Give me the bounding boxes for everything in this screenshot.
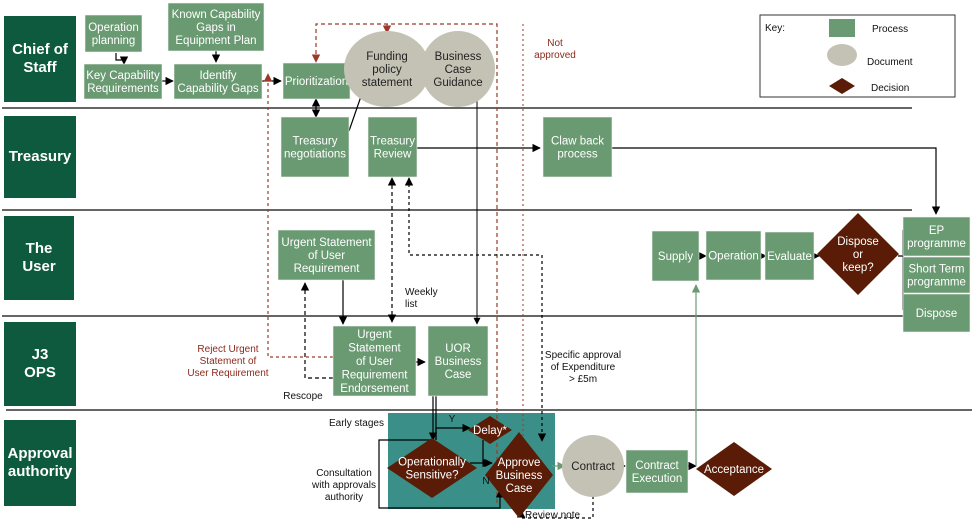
process-known_gaps[interactable] bbox=[167, 2, 265, 52]
legend-decision-label: Decision bbox=[871, 83, 909, 94]
process-label-operation: Operation bbox=[708, 251, 759, 263]
lane-approval bbox=[4, 420, 76, 506]
legend-document-swatch bbox=[827, 44, 857, 66]
arrow-yes-to-delay bbox=[435, 423, 471, 440]
legend-process-swatch bbox=[829, 19, 855, 37]
rescope-loop bbox=[300, 282, 333, 379]
arrow-clawback-to-ep bbox=[612, 147, 941, 215]
lane-label-treasury: Treasury bbox=[9, 148, 72, 165]
decision-delay[interactable] bbox=[468, 416, 512, 444]
document-label-contract: Contract bbox=[571, 461, 615, 473]
note-yes: Y bbox=[449, 414, 456, 425]
process-label-dispose: Dispose bbox=[916, 308, 958, 320]
lane-user bbox=[4, 216, 74, 300]
process-operation_planning[interactable] bbox=[84, 14, 143, 53]
process-operation[interactable] bbox=[705, 230, 762, 281]
not-approved-right-line bbox=[519, 24, 524, 456]
decision-operationally_sensitive[interactable] bbox=[387, 438, 477, 498]
document-business_case_guidance[interactable] bbox=[421, 31, 495, 107]
decision-label-acceptance: Acceptance bbox=[704, 464, 764, 476]
note-no: N bbox=[482, 476, 489, 487]
process-evaluate[interactable] bbox=[764, 231, 815, 281]
note-review: Review note bbox=[525, 510, 580, 521]
process-supply[interactable] bbox=[651, 230, 700, 282]
process-treasury_review[interactable] bbox=[367, 116, 418, 178]
legend: Key: Process Document Decision bbox=[759, 14, 956, 98]
reject-urgent-loop bbox=[263, 73, 333, 358]
process-uor_business_case[interactable] bbox=[427, 325, 489, 397]
specific-approval-link bbox=[404, 177, 547, 442]
process-urgent_statement[interactable] bbox=[277, 229, 376, 281]
process-label-evaluate: Evaluate bbox=[767, 251, 812, 263]
arrow-planning-to-key bbox=[115, 53, 129, 65]
consultation-loop bbox=[378, 439, 505, 509]
lane-j3 bbox=[4, 322, 76, 406]
document-funding_policy[interactable] bbox=[344, 31, 430, 107]
decision-dispose_or_keep[interactable] bbox=[817, 213, 899, 295]
process-prioritization[interactable] bbox=[282, 62, 351, 100]
lane-treasury bbox=[4, 116, 76, 198]
process-dispose[interactable] bbox=[902, 293, 971, 333]
process-ep_programme[interactable] bbox=[902, 216, 971, 257]
lane-chief bbox=[4, 16, 76, 102]
legend-title: Key: bbox=[765, 23, 785, 34]
decision-approve_business_case[interactable] bbox=[485, 432, 553, 518]
legend-frame bbox=[759, 14, 956, 98]
process-label-supply: Supply bbox=[658, 251, 693, 263]
decision-label-delay: Delay* bbox=[473, 425, 507, 437]
process-short_term[interactable] bbox=[902, 256, 971, 294]
note-early-stages: Early stages bbox=[329, 418, 384, 429]
decision-acceptance[interactable] bbox=[696, 442, 772, 496]
process-claw_back[interactable] bbox=[542, 116, 613, 178]
legend-document-label: Document bbox=[867, 57, 913, 68]
process-identify_gaps[interactable] bbox=[173, 63, 263, 100]
process-endorsement[interactable] bbox=[332, 325, 417, 397]
note-rescope: Rescope bbox=[283, 391, 323, 402]
document-contract[interactable] bbox=[562, 435, 624, 497]
legend-process-label: Process bbox=[872, 24, 908, 35]
process-label-prioritization: Prioritization bbox=[285, 76, 348, 88]
process-key_capability[interactable] bbox=[83, 63, 163, 100]
legend-decision-swatch bbox=[829, 78, 855, 94]
process-treasury_negotiations[interactable] bbox=[280, 116, 350, 178]
process-contract_execution[interactable] bbox=[625, 449, 689, 494]
